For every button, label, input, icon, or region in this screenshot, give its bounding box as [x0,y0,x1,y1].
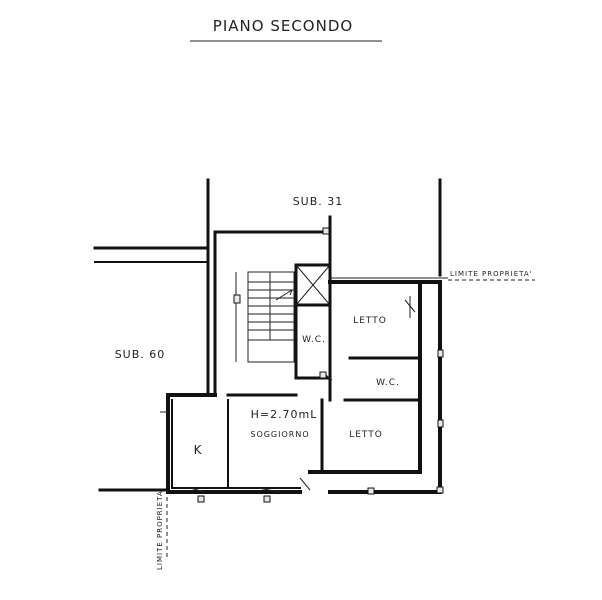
label-sub-31: SUB. 31 [293,195,344,208]
label-height: H=2.70mL [251,408,318,421]
apartment-walls [166,263,442,494]
label-wc-1: W.C. [302,335,326,345]
label-soggiorno: SOGGIORNO [250,430,309,439]
context-walls [93,178,442,492]
staircase [235,271,295,363]
label-letto-bottom: LETTO [349,430,383,440]
door-marks [160,227,444,503]
label-letto-top: LETTO [353,316,387,326]
label-kitchen: K [194,443,203,457]
label-limite-top: LIMITE PROPRIETA' [450,270,533,278]
plan-title: PIANO SECONDO [213,17,353,35]
label-wc-2: W.C. [376,378,400,388]
label-sub-60: SUB. 60 [115,348,166,361]
elevator-shaft [294,263,332,307]
label-limite-side: LIMITE PROPRIETA' [156,487,164,570]
property-limit-lines [166,277,535,560]
